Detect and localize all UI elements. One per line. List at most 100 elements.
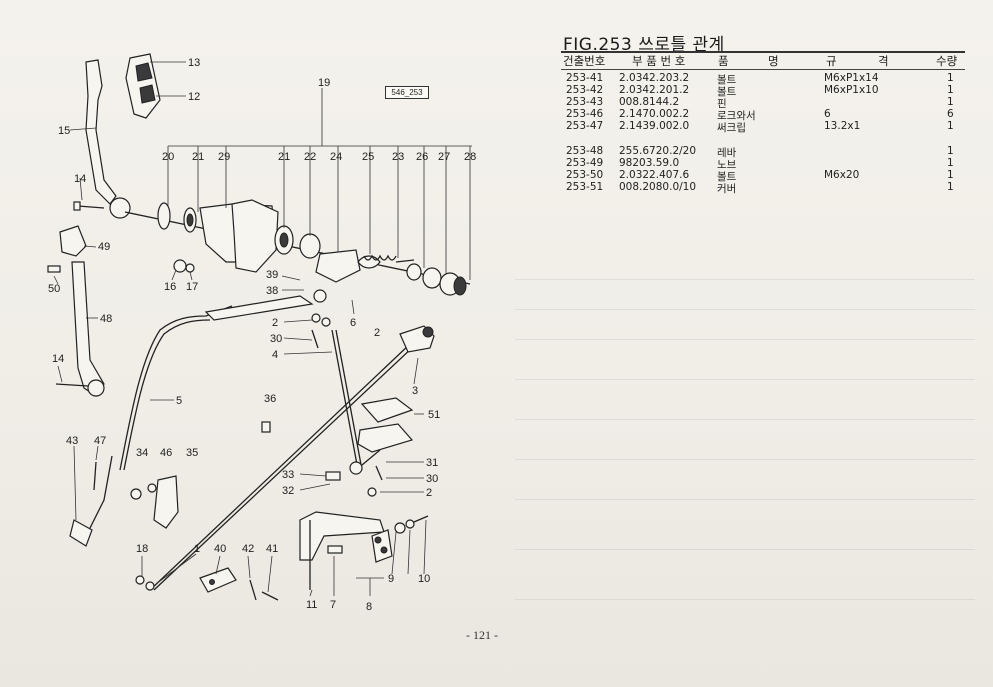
callout-number: 17 bbox=[186, 281, 198, 293]
header-name-1: 품 bbox=[718, 54, 729, 68]
callout-number: 6 bbox=[350, 317, 356, 329]
callout-number: 42 bbox=[242, 543, 254, 555]
callout-number: 30 bbox=[270, 333, 282, 345]
callout-number: 34 bbox=[136, 447, 148, 459]
cell-qty: 6 bbox=[947, 108, 954, 120]
callout-number: 19 bbox=[318, 77, 330, 89]
cell-spec: M6xP1x14 bbox=[824, 72, 879, 84]
callout-number: 26 bbox=[416, 151, 428, 163]
callout-number: 2 bbox=[374, 327, 380, 339]
callout-number: 2 bbox=[272, 317, 278, 329]
cell-item-no: 253-51 bbox=[566, 181, 604, 193]
callout-number: 21 bbox=[278, 151, 290, 163]
pedal-pad bbox=[125, 53, 161, 119]
cell-part-name: 써크립 bbox=[717, 122, 746, 134]
callout-number: 11 bbox=[306, 599, 317, 611]
callout-number: 1 bbox=[194, 543, 200, 555]
callout-number: 13 bbox=[188, 57, 200, 69]
pedal-lever-lower bbox=[71, 261, 105, 397]
header-qty: 수량 bbox=[936, 54, 958, 68]
header-spec-1: 규 bbox=[826, 54, 837, 68]
callout-number: 21 bbox=[192, 151, 204, 163]
callout-number: 39 bbox=[266, 269, 278, 281]
callout-number: 46 bbox=[160, 447, 172, 459]
cell-part-no: 98203.59.0 bbox=[619, 157, 680, 169]
callout-number: 48 bbox=[100, 313, 112, 325]
callout-number: 47 bbox=[94, 435, 106, 447]
cell-qty: 1 bbox=[947, 96, 954, 108]
callout-number: 29 bbox=[218, 151, 230, 163]
pedal-lever-upper bbox=[85, 59, 117, 205]
callout-number: 40 bbox=[214, 543, 226, 555]
callout-number: 43 bbox=[66, 435, 78, 447]
callout-number: 16 bbox=[164, 281, 176, 293]
cell-part-no: 008.2080.0/10 bbox=[619, 181, 697, 193]
callout-number: 28 bbox=[464, 151, 476, 163]
cell-part-name: 볼트 bbox=[717, 86, 737, 98]
callout-number: 12 bbox=[188, 91, 200, 103]
cell-item-no: 253-46 bbox=[566, 108, 604, 120]
header-spec-2: 격 bbox=[878, 54, 889, 68]
callout-number: 25 bbox=[362, 151, 374, 163]
header-part-no: 부 품 번 호 bbox=[632, 54, 686, 68]
cell-item-no: 253-42 bbox=[566, 84, 604, 96]
bracket-35 bbox=[153, 475, 179, 529]
callout-number: 3 bbox=[412, 385, 418, 397]
callout-number: 23 bbox=[392, 151, 404, 163]
callout-number: 2 bbox=[426, 487, 432, 499]
lower-bracket bbox=[299, 511, 385, 561]
cell-qty: 1 bbox=[947, 145, 954, 157]
callout-number: 36 bbox=[264, 393, 276, 405]
page-number: - 121 - bbox=[466, 628, 498, 642]
cell-qty: 1 bbox=[947, 72, 954, 84]
callout-number: 50 bbox=[48, 283, 60, 295]
cell-part-no: 255.6720.2/20 bbox=[619, 145, 697, 157]
cell-part-name: 볼트 bbox=[717, 171, 737, 183]
callout-number: 8 bbox=[366, 601, 372, 613]
cell-qty: 1 bbox=[947, 120, 954, 132]
callout-number: 18 bbox=[136, 543, 148, 555]
cell-part-name: 노브 bbox=[717, 159, 737, 171]
cell-spec: M6x20 bbox=[824, 169, 860, 181]
cell-part-no: 2.1439.002.0 bbox=[619, 120, 690, 132]
cell-part-name: 볼트 bbox=[717, 74, 737, 86]
knob-49 bbox=[59, 225, 87, 257]
bleed-through-background bbox=[505, 255, 975, 625]
cell-item-no: 253-43 bbox=[566, 96, 604, 108]
callout-number: 7 bbox=[330, 599, 336, 611]
spring-25 bbox=[363, 254, 397, 261]
callout-number: 14 bbox=[52, 353, 64, 365]
callout-number: 41 bbox=[266, 543, 278, 555]
callout-number: 24 bbox=[330, 151, 342, 163]
pedal-51 bbox=[360, 397, 414, 423]
callout-number: 30 bbox=[426, 473, 438, 485]
callout-number: 33 bbox=[282, 469, 294, 481]
figure-title: FIG.253 쓰로틀 관계 bbox=[563, 35, 725, 55]
callout-number: 5 bbox=[176, 395, 182, 407]
callout-number: 35 bbox=[186, 447, 198, 459]
callout-number: 31 bbox=[426, 457, 438, 469]
figure-stamp: 546_253 bbox=[385, 86, 429, 99]
callout-number: 14 bbox=[74, 173, 86, 185]
cell-qty: 1 bbox=[947, 157, 954, 169]
callout-number: 10 bbox=[418, 573, 430, 585]
exploded-parts-diagram: 1312151920212921222425232627281449504814… bbox=[47, 53, 476, 613]
cell-part-no: 008.8144.2 bbox=[619, 96, 680, 108]
callout-number: 15 bbox=[58, 125, 70, 137]
title-rule bbox=[561, 51, 965, 53]
cell-spec: 13.2x1 bbox=[824, 120, 861, 132]
cell-item-no: 253-50 bbox=[566, 169, 604, 181]
cell-item-no: 253-47 bbox=[566, 120, 604, 132]
cell-part-name: 레바 bbox=[717, 147, 737, 159]
callout-number: 27 bbox=[438, 151, 450, 163]
cell-item-no: 253-48 bbox=[566, 145, 604, 157]
cell-qty: 1 bbox=[947, 181, 954, 193]
cell-part-no: 2.1470.002.2 bbox=[619, 108, 690, 120]
callout-number: 9 bbox=[388, 573, 394, 585]
callout-number: 20 bbox=[162, 151, 174, 163]
callout-number: 51 bbox=[428, 409, 440, 421]
cell-part-name: 커버 bbox=[717, 183, 737, 195]
header-rule bbox=[561, 69, 965, 70]
